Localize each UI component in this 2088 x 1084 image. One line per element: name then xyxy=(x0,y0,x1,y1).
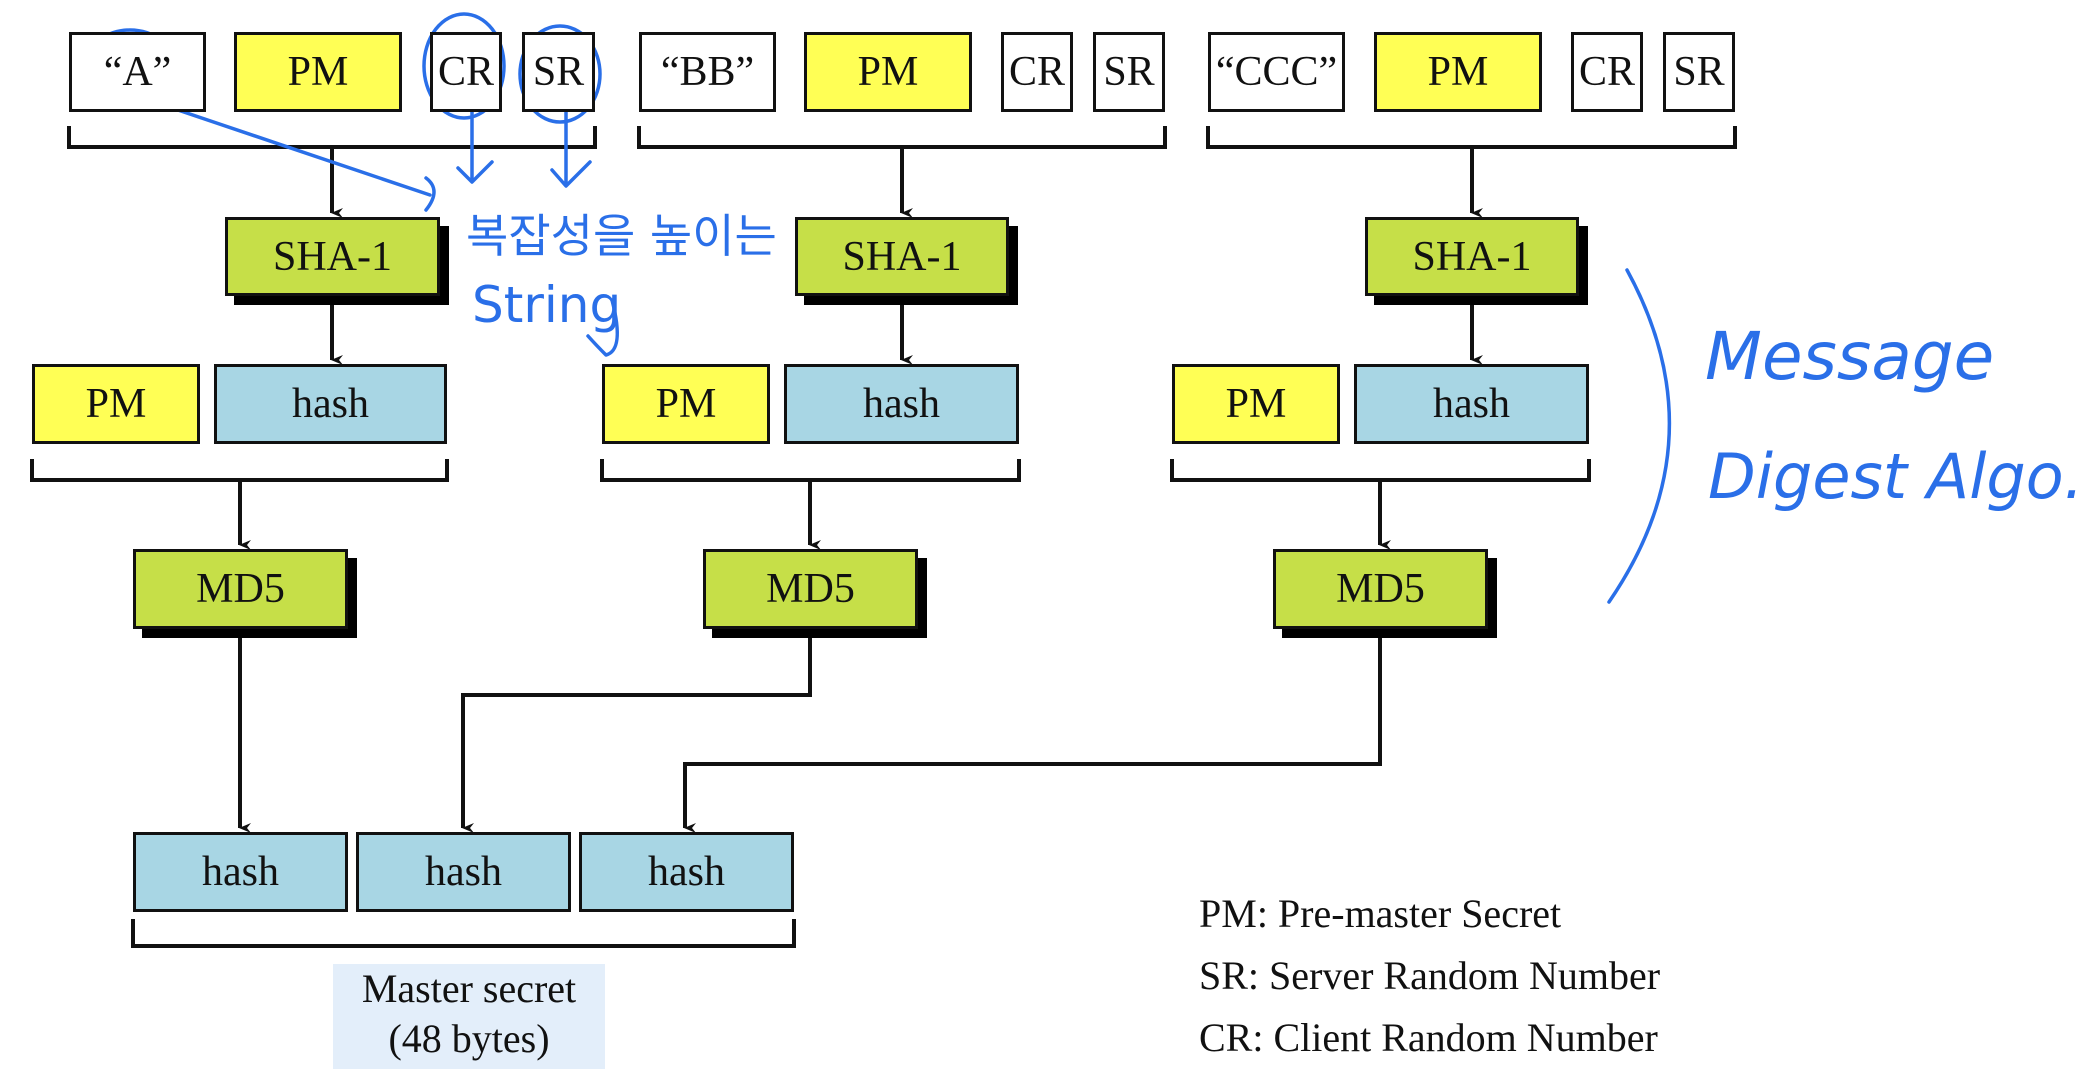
circle-cr-icon xyxy=(422,12,506,120)
annotation-string-note: String xyxy=(472,276,622,334)
brace-icon xyxy=(1607,268,1672,604)
hash-box: hash xyxy=(784,364,1019,444)
hash-box: hash xyxy=(214,364,447,444)
md5-box-3: MD5 xyxy=(1273,549,1488,629)
output-hash-3: hash xyxy=(579,832,794,912)
circle-sr-icon xyxy=(518,24,602,124)
sr-box: SR xyxy=(522,32,595,112)
master-secret-size: (48 bytes) xyxy=(388,1016,550,1061)
cr-box: CR xyxy=(1571,32,1643,112)
bracket-group-3 xyxy=(1206,126,1737,149)
pm-box: PM xyxy=(1172,364,1340,444)
bracket-group-1 xyxy=(67,126,597,149)
legend-cr: CR: Client Random Number xyxy=(1199,1015,1658,1060)
bracket-row3-3 xyxy=(1170,459,1591,482)
annotation-message: Message xyxy=(1705,318,1995,395)
sr-box: SR xyxy=(1093,32,1165,112)
arrow-sr-down-icon xyxy=(550,108,592,188)
arrow-md5-3-output xyxy=(683,638,1382,833)
cr-box: CR xyxy=(430,32,502,112)
pm-box: PM xyxy=(804,32,972,112)
pm-box: PM xyxy=(1374,32,1542,112)
bracket-group-2 xyxy=(637,126,1167,149)
output-hash-1: hash xyxy=(133,832,348,912)
md5-box-2: MD5 xyxy=(703,549,918,629)
hash-box: hash xyxy=(1354,364,1589,444)
bracket-master xyxy=(131,919,796,948)
arrow-cr-down-icon xyxy=(456,102,494,184)
pm-box: PM xyxy=(234,32,402,112)
annotation-digest-algo: Digest Algo. xyxy=(1708,440,2084,513)
arrow-md5-2-output xyxy=(461,638,812,833)
string-box-a: “A” xyxy=(69,32,206,112)
bracket-row3-1 xyxy=(30,459,449,482)
string-box-ccc: “CCC” xyxy=(1208,32,1345,112)
master-secret-label: Master secret (48 bytes) xyxy=(333,964,605,1069)
bracket-row3-2 xyxy=(600,459,1021,482)
pm-box: PM xyxy=(602,364,770,444)
sha1-box-2: SHA-1 xyxy=(795,217,1009,296)
sr-box: SR xyxy=(1663,32,1735,112)
legend-sr: SR: Server Random Number xyxy=(1199,953,1661,998)
sha1-box-1: SHA-1 xyxy=(225,217,440,296)
legend-pm: PM: Pre-master Secret xyxy=(1199,891,1562,936)
arrow-a-to-note-icon xyxy=(170,106,436,212)
pm-box: PM xyxy=(32,364,200,444)
output-hash-2: hash xyxy=(356,832,571,912)
master-secret-title: Master secret xyxy=(361,966,577,1011)
cr-box: CR xyxy=(1001,32,1073,112)
md5-box-1: MD5 xyxy=(133,549,348,629)
sha1-box-3: SHA-1 xyxy=(1365,217,1579,296)
annotation-korean-note: 복잡성을 높이는 xyxy=(466,209,777,263)
string-box-bb: “BB” xyxy=(639,32,776,112)
string-tail-icon xyxy=(586,298,619,357)
